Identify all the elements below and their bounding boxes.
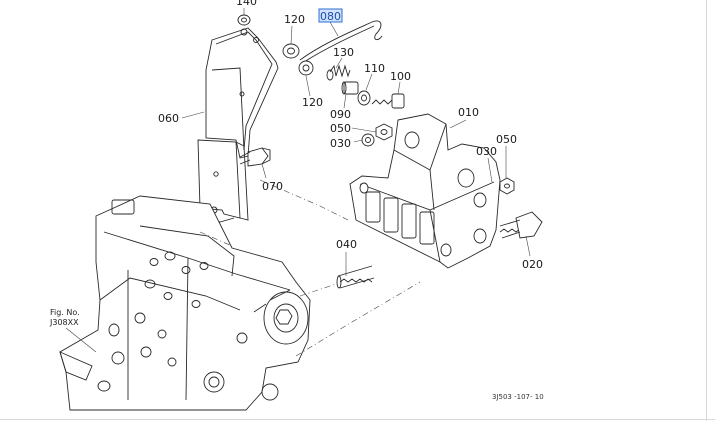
- part-ref-090[interactable]: 090: [330, 108, 351, 121]
- stud-part-040: [336, 265, 375, 289]
- part-ref-140[interactable]: 140: [236, 0, 257, 8]
- assembly-line-lower: [295, 281, 421, 357]
- part-ref-080-highlight: [318, 8, 343, 23]
- washer-part-120-upper: [282, 43, 300, 59]
- washer-part-120-lower: [298, 60, 314, 76]
- spring-part-130: [326, 64, 351, 81]
- bolt-part-020: [499, 211, 543, 239]
- leader-lines: [181, 8, 531, 276]
- assembly-line-upper: [259, 179, 349, 221]
- fig-no-label: Fig. No.: [50, 308, 80, 317]
- part-ref-070[interactable]: 070: [262, 180, 283, 193]
- assembly-line-middle: [299, 283, 337, 297]
- part-ref-080[interactable]: 080: [320, 10, 341, 23]
- assembly-line-bracket: [199, 231, 233, 247]
- bolt-part-100: [371, 93, 405, 109]
- part-ref-110[interactable]: 110: [364, 62, 385, 75]
- part-ref-020[interactable]: 020: [522, 258, 543, 271]
- nut-part-050-right: [499, 177, 515, 195]
- pin-part-090: [341, 81, 359, 95]
- part-ref-010[interactable]: 010: [458, 106, 479, 119]
- fig-no-value[interactable]: J308XX: [49, 318, 79, 327]
- part-ref-130[interactable]: 130: [333, 46, 354, 59]
- frame-edge-right: [706, 0, 707, 421]
- part-ref-050-right[interactable]: 050: [496, 133, 517, 146]
- part-ref-030-right[interactable]: 030: [476, 145, 497, 158]
- nut-part-050-left: [375, 123, 393, 141]
- part-ref-100[interactable]: 100: [390, 70, 411, 83]
- washer-part-030-left: [361, 133, 375, 147]
- rod-part-080: [299, 20, 383, 63]
- part-ref-120-upper[interactable]: 120: [284, 13, 305, 26]
- fig-no-leader: [65, 327, 97, 353]
- bracket-part-060: [197, 27, 279, 223]
- part-ref-050-left[interactable]: 050: [330, 122, 351, 135]
- part-ref-120-lower[interactable]: 120: [302, 96, 323, 109]
- part-ref-060[interactable]: 060: [158, 112, 179, 125]
- frame-edge-bottom: [0, 419, 715, 420]
- part-ref-040[interactable]: 040: [336, 238, 357, 251]
- housing-part-010: [349, 113, 501, 269]
- lower-case-assembly: [59, 195, 311, 411]
- washer-part-110: [357, 90, 371, 106]
- drawing-code: 3J503 -107- 10: [492, 393, 544, 401]
- part-ref-030-left[interactable]: 030: [330, 137, 351, 150]
- washer-part-140: [237, 14, 251, 26]
- bolt-part-070: [239, 147, 271, 167]
